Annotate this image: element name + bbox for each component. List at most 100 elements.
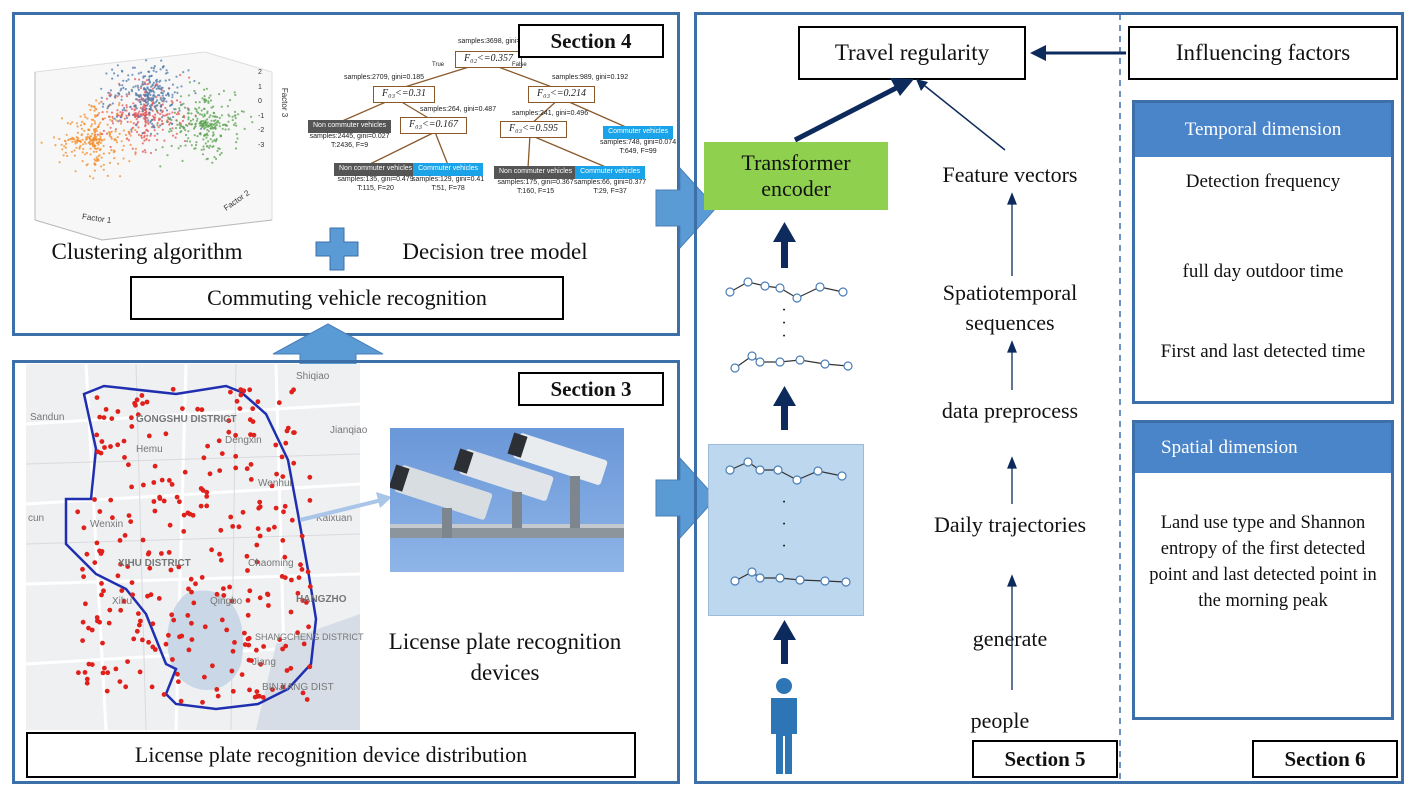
map-label-9: HANGZHO — [296, 594, 347, 605]
device-point — [89, 662, 95, 667]
commuting-vehicle-recognition-box: Commuting vehicle recognition — [130, 276, 564, 320]
daily-trajectories-label: Daily trajectories — [933, 512, 1087, 537]
transformer-encoder-label: Transformer encoder — [741, 149, 851, 201]
device-point — [304, 600, 309, 605]
device-point — [258, 661, 264, 667]
tree-node-rl-stats: samples:241, gini=0.496 — [512, 110, 589, 117]
map-label-12: Jianqiao — [330, 425, 368, 436]
device-point — [248, 432, 253, 437]
tree-left-split: F₀₃<=0.31 — [373, 86, 436, 103]
device-point — [299, 533, 305, 539]
device-point — [216, 438, 222, 444]
device-point — [169, 612, 175, 618]
device-point — [106, 620, 112, 626]
decision-tree-label: Decision tree model — [402, 239, 588, 264]
device-point — [191, 600, 197, 606]
section6-tag: Section 6 — [1252, 740, 1398, 778]
sequence-ellipsis-1: ··· — [781, 302, 787, 345]
device-point — [295, 590, 301, 596]
device-point — [245, 612, 251, 618]
device-point — [139, 393, 145, 398]
map-label-4: Wenhui — [258, 478, 292, 489]
device-point — [161, 498, 167, 504]
device-point — [273, 442, 279, 448]
device-point — [140, 637, 145, 643]
temporal-item-1: Detection frequency — [1185, 171, 1341, 192]
device-point — [245, 598, 251, 603]
device-point — [102, 445, 107, 450]
device-point — [260, 695, 266, 700]
device-point — [174, 494, 180, 500]
device-point — [229, 668, 235, 674]
device-point — [122, 455, 127, 460]
camera-unit-2 — [453, 448, 554, 528]
device-point — [254, 647, 259, 653]
device-point — [83, 601, 88, 607]
device-point — [181, 529, 187, 534]
spatial-item: Land use type and Shannon entropy of the… — [1149, 513, 1377, 611]
device-point — [101, 588, 106, 594]
device-point — [255, 526, 261, 531]
device-point — [204, 494, 210, 499]
device-point — [144, 399, 150, 405]
device-point — [104, 688, 110, 694]
device-point — [80, 566, 85, 572]
tree-node-lrr: Commuter vehicles samples:129, gini=0.41… — [412, 163, 485, 192]
device-point — [245, 636, 251, 642]
device-point — [84, 680, 90, 686]
device-point — [209, 547, 215, 553]
device-point — [284, 428, 290, 434]
device-point — [125, 564, 131, 569]
device-point — [266, 603, 271, 608]
device-point — [305, 569, 311, 575]
spatiotemporal-sequences-label: Spatiotemporal sequences — [942, 280, 1078, 335]
device-point — [81, 574, 86, 580]
device-point — [296, 575, 302, 580]
device-point — [228, 514, 234, 520]
device-point — [245, 568, 250, 573]
device-point — [82, 670, 88, 675]
device-point — [136, 611, 141, 616]
device-point — [280, 474, 286, 479]
clustering-algorithm-label: Clustering algorithm — [51, 239, 243, 264]
map-label-14: Kaixuan — [316, 513, 353, 524]
device-point — [129, 484, 134, 490]
device-point — [289, 517, 295, 523]
device-point — [218, 527, 224, 533]
device-point — [169, 482, 175, 487]
map-label-7: Chaoming — [248, 558, 294, 569]
device-point — [307, 498, 313, 503]
device-point — [266, 527, 272, 532]
device-point — [233, 432, 239, 438]
device-point — [248, 477, 254, 482]
device-point — [159, 477, 165, 483]
tree-right-stats: samples:989, gini=0.192 — [552, 74, 629, 81]
map-label-6: XIHU DISTRICT — [118, 558, 191, 569]
transformer-encoder-box: Transformer encoder — [704, 142, 888, 210]
device-point — [248, 462, 254, 467]
device-point — [244, 466, 250, 472]
device-point — [224, 627, 230, 633]
device-point — [188, 576, 194, 582]
device-point — [201, 455, 207, 461]
device-point — [94, 615, 100, 620]
device-point — [228, 389, 233, 395]
tree-node-rll: Non commuter vehicles samples:175, gini=… — [494, 166, 578, 196]
device-point — [168, 567, 174, 573]
device-point — [117, 538, 123, 543]
travel-regularity-box: Travel regularity — [798, 26, 1026, 80]
device-point — [226, 418, 232, 424]
spatial-panel: Spatial dimension Land use type and Shan… — [1132, 420, 1394, 720]
device-point — [175, 671, 180, 677]
device-point — [84, 551, 90, 557]
device-point — [189, 637, 195, 642]
tree-node-rlr: Commuter vehicles samples:66, gini=0.377… — [574, 166, 647, 195]
map-label-0: Sandun — [30, 412, 65, 423]
device-point — [105, 670, 111, 676]
device-point — [176, 679, 181, 685]
device-point — [103, 407, 109, 412]
device-point — [134, 397, 140, 403]
sequence-ellipsis-2: ··· — [781, 494, 787, 555]
device-point — [249, 658, 254, 663]
device-point — [121, 598, 127, 604]
